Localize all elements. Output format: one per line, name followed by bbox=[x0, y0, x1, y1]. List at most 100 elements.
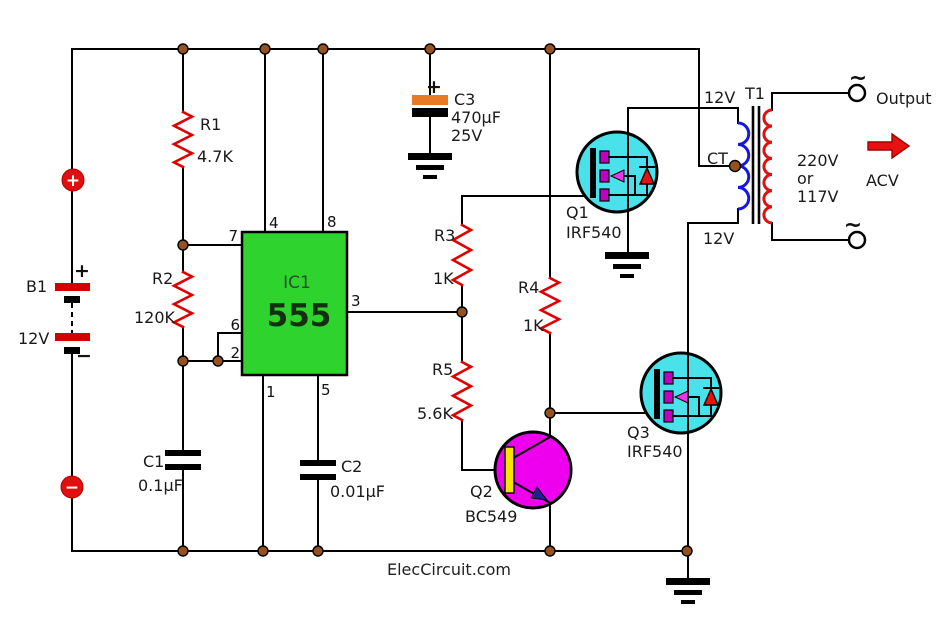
capacitor-c1-value: 0.1µF bbox=[138, 476, 183, 495]
positive-terminal-sign: + bbox=[66, 171, 80, 191]
capacitor-c2-value: 0.01µF bbox=[330, 482, 385, 501]
resistor-r4: R4 1K bbox=[518, 276, 562, 335]
battery-b1: + − B1 12V + − bbox=[18, 168, 92, 499]
junction-dot bbox=[544, 43, 556, 55]
capacitor-c3-rating: 25V bbox=[451, 126, 482, 145]
q3-terminal-pad bbox=[663, 409, 674, 423]
battery-plate-top bbox=[55, 283, 90, 291]
junction-dot bbox=[317, 43, 329, 55]
resistor-r1-value: 4.7K bbox=[197, 147, 233, 166]
ac-symbol-bottom: ~ bbox=[844, 213, 862, 238]
q2-emitter-arrow bbox=[530, 486, 548, 501]
battery-minus-sign: − bbox=[76, 345, 92, 367]
q3-gate-arrow bbox=[673, 390, 689, 404]
ic1-pin8-label: 8 bbox=[327, 213, 337, 231]
battery-plus-sign: + bbox=[74, 260, 90, 282]
output-section: ~ ~ Output ACV bbox=[844, 66, 932, 250]
acv-arrow-icon bbox=[867, 132, 911, 160]
t1-core bbox=[751, 106, 761, 224]
q3-terminal-pad bbox=[663, 390, 674, 404]
capacitor-c2-plate-bottom bbox=[300, 474, 336, 480]
q3-part-label: IRF540 bbox=[627, 442, 683, 461]
q1-terminal-pad bbox=[599, 150, 610, 164]
q3-ref-label: Q3 bbox=[627, 423, 650, 442]
resistor-r2-zigzag bbox=[171, 270, 195, 329]
negative-terminal-marker bbox=[60, 475, 84, 499]
output-label: Output bbox=[876, 89, 932, 108]
capacitor-c3-polarity: + bbox=[426, 76, 442, 98]
capacitor-c3-plate-negative bbox=[412, 108, 448, 117]
junction-dot bbox=[312, 545, 324, 557]
ic1-pin6-label: 6 bbox=[230, 316, 240, 334]
battery-bar-2 bbox=[64, 347, 80, 354]
wires bbox=[71, 48, 850, 579]
wire-secondary-top bbox=[771, 92, 850, 111]
capacitor-c1-plate-bottom bbox=[165, 464, 201, 470]
q2-ref-label: Q2 bbox=[470, 482, 493, 501]
transformer-t1: T1 12V CT 12V 220V or 117V bbox=[703, 84, 839, 248]
ic1-body bbox=[240, 230, 349, 377]
wire-secondary-bottom bbox=[771, 222, 850, 241]
junction-dot bbox=[212, 355, 224, 367]
ic1-pin1-label: 1 bbox=[266, 383, 276, 401]
ic1-pin2-label: 2 bbox=[230, 344, 240, 362]
junction-dot bbox=[257, 545, 269, 557]
ic1-555-timer: IC1 555 7 6 2 4 8 3 1 5 bbox=[228, 213, 360, 401]
resistor-r4-zigzag bbox=[538, 276, 562, 335]
junction-dot bbox=[177, 43, 189, 55]
t1-primary-top-label: 12V bbox=[704, 88, 735, 107]
capacitor-c3-ref: C3 bbox=[454, 90, 475, 109]
q3-body-diode bbox=[702, 387, 720, 406]
wire-q1-drain bbox=[627, 107, 739, 124]
q1-ref-label: Q1 bbox=[566, 203, 589, 222]
resistor-r1-ref: R1 bbox=[200, 115, 221, 134]
q3-internal-lines bbox=[672, 352, 712, 434]
ic1-ref-label: IC1 bbox=[283, 273, 311, 293]
watermark-text: ElecCircuit.com bbox=[387, 560, 511, 579]
ground-symbol-q1 bbox=[605, 252, 649, 278]
resistor-r3-zigzag bbox=[450, 223, 474, 287]
ic1-pin7-label: 7 bbox=[228, 227, 238, 245]
capacitor-c1-ref: C1 bbox=[143, 452, 164, 471]
resistor-r5: R5 5.6K bbox=[417, 360, 474, 423]
ic1-pin4-label: 4 bbox=[269, 214, 279, 232]
q1-channel-bar bbox=[590, 148, 596, 198]
junction-dots bbox=[177, 43, 693, 557]
q3-channel-bar bbox=[654, 369, 660, 419]
wire-r5-base-q2 bbox=[461, 311, 506, 471]
q1-internal-lines bbox=[608, 107, 648, 253]
q2-collector-line bbox=[513, 435, 552, 459]
junction-dot bbox=[177, 545, 189, 557]
junction-dot bbox=[544, 407, 556, 419]
junction-dot bbox=[424, 43, 436, 55]
t1-secondary-voltage-1: 220V bbox=[797, 151, 839, 170]
resistor-r2: R2 120K bbox=[134, 269, 195, 329]
output-terminal-top bbox=[847, 83, 867, 103]
junction-dot bbox=[681, 545, 693, 557]
q1-body bbox=[575, 130, 659, 214]
ground-symbol-c3 bbox=[408, 153, 452, 179]
resistor-r5-value: 5.6K bbox=[417, 404, 453, 423]
junction-dot bbox=[544, 545, 556, 557]
resistor-r1-zigzag bbox=[171, 110, 195, 169]
t1-secondary-or: or bbox=[797, 169, 814, 188]
resistor-r2-ref: R2 bbox=[152, 269, 173, 288]
ic1-pin3-label: 3 bbox=[351, 292, 361, 310]
resistor-r4-value: 1K bbox=[523, 316, 544, 335]
battery-ref-label: B1 bbox=[26, 277, 47, 296]
output-terminal-bottom bbox=[847, 230, 867, 250]
t1-primary-bottom-label: 12V bbox=[703, 229, 734, 248]
transistor-q1-mosfet: Q1 IRF540 bbox=[566, 107, 659, 278]
q1-part-label: IRF540 bbox=[566, 223, 622, 242]
q1-terminal-pad bbox=[599, 169, 610, 183]
resistor-r5-zigzag bbox=[450, 360, 474, 422]
ac-symbol-top: ~ bbox=[849, 66, 867, 91]
resistor-r3-ref: R3 bbox=[434, 226, 455, 245]
capacitor-c2: C2 0.01µF bbox=[300, 457, 385, 501]
capacitor-c1-plate-top bbox=[165, 450, 201, 456]
t1-secondary-voltage-2: 117V bbox=[797, 187, 839, 206]
battery-bar-1 bbox=[64, 296, 80, 303]
capacitor-c2-ref: C2 bbox=[341, 457, 362, 476]
